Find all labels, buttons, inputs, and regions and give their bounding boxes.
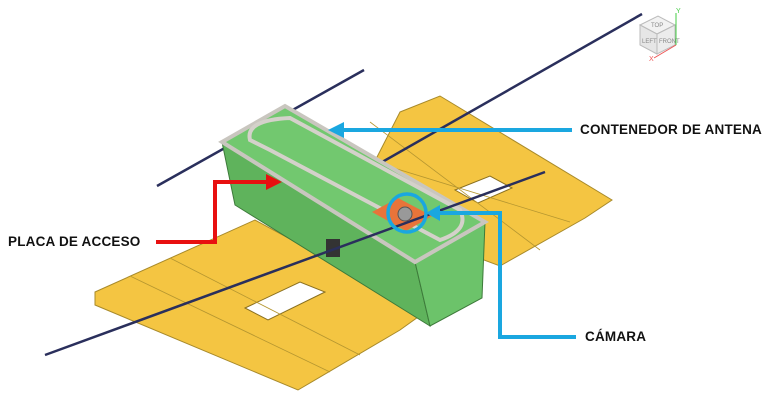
camera-callout-line: [438, 211, 576, 339]
axis-x-label: X: [649, 56, 654, 63]
camera-label: CÁMARA: [585, 329, 647, 344]
access-plate-callout-line: [156, 180, 268, 244]
view-cube-left[interactable]: LEFT: [642, 39, 657, 45]
view-cube-top[interactable]: TOP: [651, 23, 663, 29]
camera-lens: [397, 206, 413, 222]
antenna-container-label: CONTENEDOR DE ANTENA: [580, 122, 763, 137]
antenna-container: [247, 115, 465, 243]
access-plate-label: PLACA DE ACCESO: [8, 234, 141, 249]
access-plate-arrowhead: [266, 174, 282, 190]
front-panel-window: [243, 281, 327, 321]
antenna-arrowhead: [328, 122, 344, 138]
access-plate-port: [326, 239, 340, 257]
view-cube-front[interactable]: FRONT: [659, 39, 680, 45]
view-cube[interactable]: TOP LEFT FRONT Y X: [638, 8, 681, 63]
rail-line: [44, 170, 546, 357]
back-panel-cutout: [0, 0, 1, 1]
camera-arrowhead: [426, 205, 440, 221]
rail-line: [332, 12, 643, 192]
axis-y-label: Y: [676, 8, 681, 15]
